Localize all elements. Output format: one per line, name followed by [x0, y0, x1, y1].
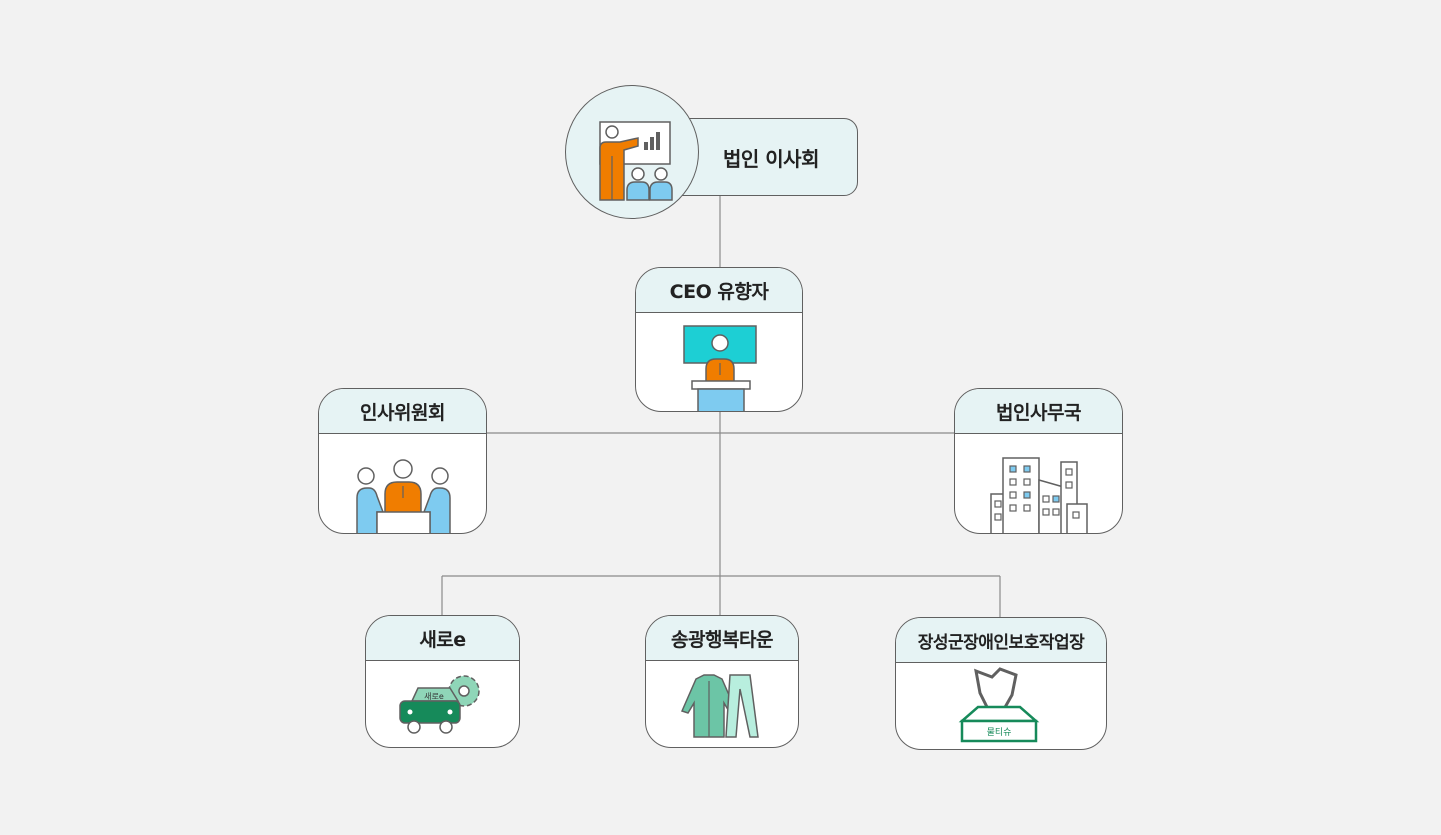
hr-committee-node: 인사위원회 — [318, 388, 487, 534]
jangseong-node: 장성군장애인보호작업장 물티슈 — [895, 617, 1107, 750]
saeroe-node: 새로e 새로e — [365, 615, 520, 748]
hr-committee-label: 인사위원회 — [319, 389, 486, 434]
board-label: 법인 이사회 — [723, 146, 819, 171]
presentation-icon — [565, 85, 699, 219]
gear-icon — [448, 675, 480, 707]
ceo-label: CEO 유향자 — [636, 268, 802, 313]
jangseong-label: 장성군장애인보호작업장 — [896, 618, 1106, 663]
car-sign-text: 새로e — [424, 692, 444, 701]
songgwang-node: 송광행복타운 — [645, 615, 799, 748]
saeroe-label: 새로e — [366, 616, 519, 661]
secretariat-node: 법인사무국 — [954, 388, 1123, 534]
tissue-box-label: 물티슈 — [987, 727, 1012, 738]
secretariat-label: 법인사무국 — [955, 389, 1122, 434]
songgwang-label: 송광행복타운 — [646, 616, 798, 661]
ceo-node: CEO 유향자 — [635, 267, 803, 412]
